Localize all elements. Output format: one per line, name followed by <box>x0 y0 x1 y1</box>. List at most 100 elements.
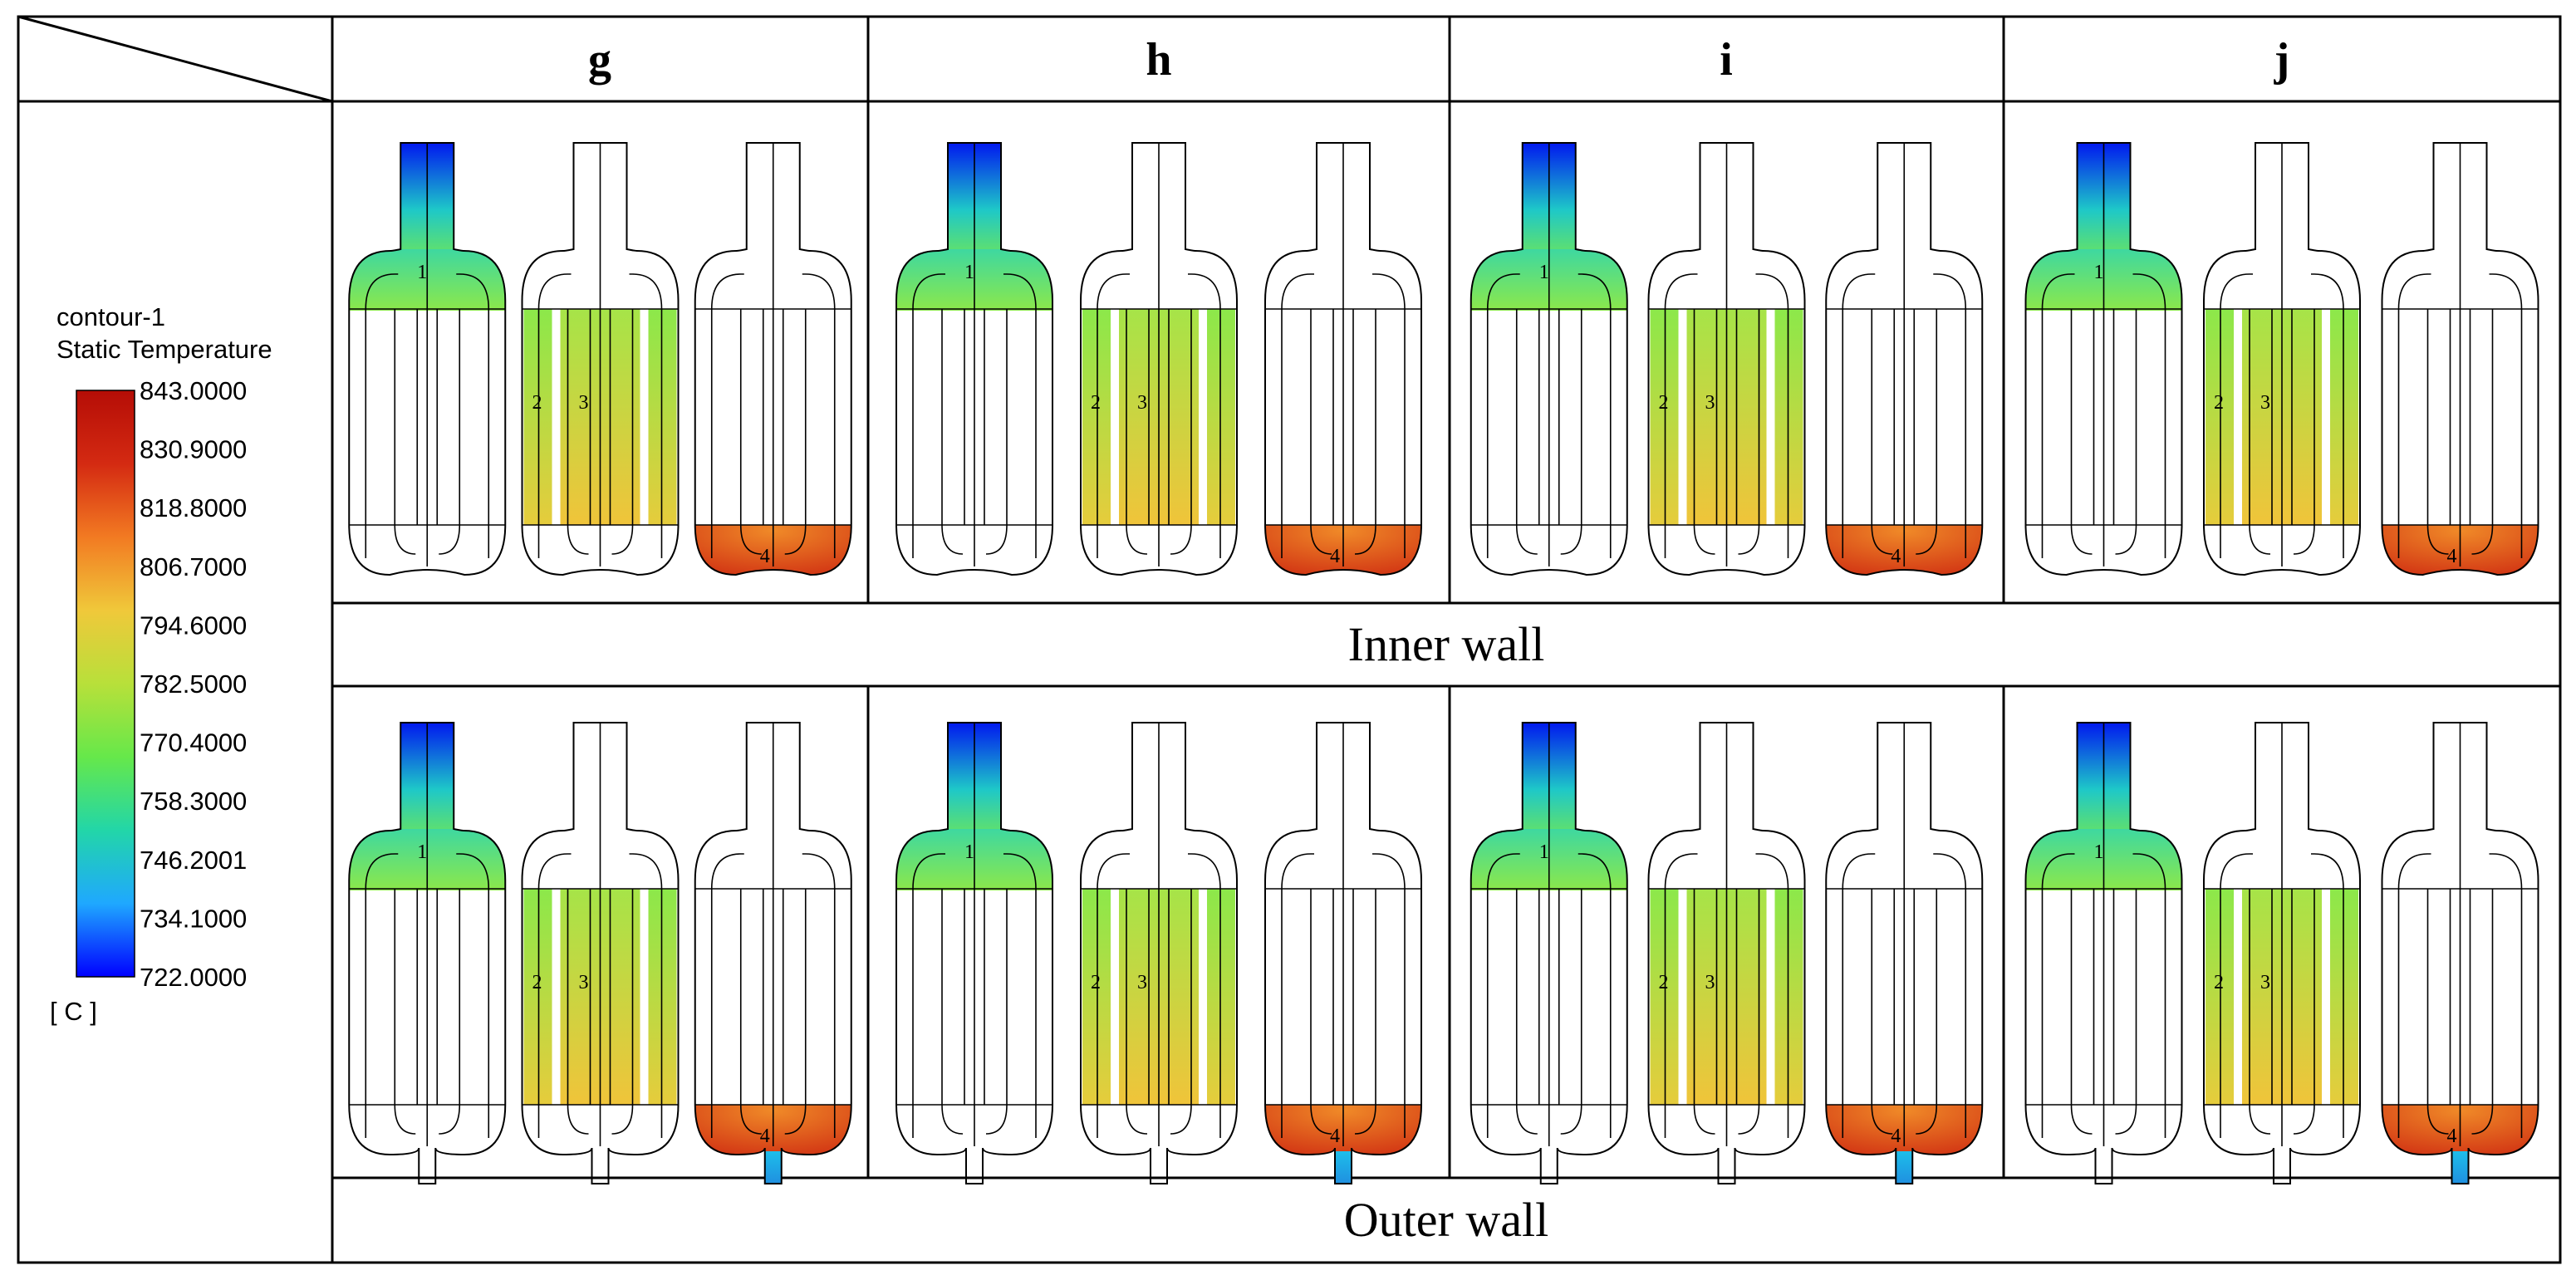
vessel-stage-1: 1 <box>895 722 1053 1184</box>
stage-number-label: 2 <box>2214 972 2224 993</box>
vessel-outline <box>1470 722 1628 1184</box>
legend-tick-label: 770.4000 <box>140 728 247 758</box>
column-header-i: i <box>1720 34 1733 86</box>
stage-number-label: 4 <box>2447 1126 2457 1147</box>
stage2-right-fill <box>1774 889 1803 1105</box>
vessel-stage-3: 4 <box>1264 142 1422 576</box>
drain-fill <box>1896 1151 1913 1184</box>
legend-tick-label: 782.5000 <box>140 669 247 699</box>
vessel-stage-3: 4 <box>1264 722 1422 1184</box>
vessel-outline <box>1825 142 1984 576</box>
stage-number-label: 4 <box>760 546 770 567</box>
vessel-outline <box>2203 722 2361 1184</box>
vessel-outline <box>2381 142 2539 576</box>
stage-number-label: 4 <box>1891 1126 1901 1147</box>
vessel-outline <box>895 142 1053 576</box>
vessel-stage-3: 4 <box>694 142 852 576</box>
column-headers: g h i j <box>588 34 2289 86</box>
stage-number-label: 2 <box>1659 392 1669 414</box>
vessel-stage-1: 1 <box>348 142 507 576</box>
vessel-outline <box>521 722 680 1184</box>
stage-number-label: 1 <box>2094 262 2104 283</box>
vessel-outline <box>1264 142 1422 576</box>
vessel-stage-3: 4 <box>694 722 852 1184</box>
table-frame <box>17 15 2562 1264</box>
vessel-stage-1: 1 <box>2024 142 2183 576</box>
vessel-outline <box>1080 142 1238 576</box>
stage2-left-fill <box>1650 309 1679 525</box>
vessel-outline <box>694 722 852 1184</box>
stage-number-label: 4 <box>1891 546 1901 567</box>
corner-diagonal <box>17 15 333 103</box>
vessel-stage-1: 1 <box>1470 142 1628 576</box>
vessel-outline <box>1470 142 1628 576</box>
stage2-left-fill <box>2206 889 2234 1105</box>
stage-number-label: 3 <box>579 972 589 993</box>
stage2-left-fill <box>1082 309 1111 525</box>
stage-number-label: 3 <box>1705 972 1715 993</box>
legend-tick-label: 806.7000 <box>140 552 247 581</box>
vessel-outline <box>1647 722 1806 1184</box>
vessel-stage-1: 1 <box>895 142 1053 576</box>
stage-number-label: 2 <box>532 972 542 993</box>
legend-tick-label: 758.3000 <box>140 787 247 816</box>
stage2-left-fill <box>523 889 552 1105</box>
vessel-outline <box>348 722 507 1184</box>
color-bar <box>76 390 135 978</box>
stage-number-label: 3 <box>2260 392 2270 414</box>
legend-tick-label: 830.9000 <box>140 435 247 464</box>
vessel-outline <box>895 722 1053 1184</box>
vessel-outline <box>1825 722 1984 1184</box>
legend-tick-label: 734.1000 <box>140 904 247 933</box>
legend-tick-label: 746.2001 <box>140 846 247 875</box>
vessel-outline <box>1080 722 1238 1184</box>
legend-tick-label: 818.8000 <box>140 493 247 522</box>
vessel-stage-3: 4 <box>1825 142 1984 576</box>
stage-number-label: 1 <box>417 262 427 283</box>
stage2-right-fill <box>1207 889 1235 1105</box>
stage-number-label: 3 <box>2260 972 2270 993</box>
vessel-outline <box>2203 142 2361 576</box>
stage-number-label: 3 <box>579 392 589 414</box>
stage2-left-fill <box>523 309 552 525</box>
row-label-outer-wall: Outer wall <box>1344 1193 1548 1247</box>
drain-fill <box>1335 1151 1352 1184</box>
vessel-stage-1: 1 <box>348 722 507 1184</box>
stage-number-label: 4 <box>1330 1126 1340 1147</box>
stage-number-label: 1 <box>1539 262 1549 283</box>
stage2-left-fill <box>1082 889 1111 1105</box>
stage2-left-fill <box>2206 309 2234 525</box>
stage-number-label: 2 <box>1091 392 1101 414</box>
row-label-inner-wall: Inner wall <box>1348 617 1545 671</box>
column-header-j: j <box>2274 34 2290 86</box>
legend-tick-label: 794.6000 <box>140 611 247 640</box>
stage-number-label: 3 <box>1137 972 1147 993</box>
stage-number-label: 2 <box>1659 972 1669 993</box>
stage-number-label: 1 <box>964 841 974 863</box>
stage-number-label: 3 <box>1137 392 1147 414</box>
legend-title-line1: contour-1 <box>56 302 165 331</box>
drain-fill <box>764 1151 782 1184</box>
legend-ticks: 843.0000830.9000818.8000806.7000794.6000… <box>140 376 247 992</box>
stage2-right-fill <box>1774 309 1803 525</box>
stage-number-label: 4 <box>1330 546 1340 567</box>
vessel-outline <box>2024 722 2183 1184</box>
stage2-right-fill <box>648 889 677 1105</box>
vessel-outline <box>2381 722 2539 1184</box>
vessel-stage-1: 1 <box>2024 722 2183 1184</box>
stage2-right-fill <box>2330 889 2358 1105</box>
stage-number-label: 1 <box>1539 841 1549 863</box>
